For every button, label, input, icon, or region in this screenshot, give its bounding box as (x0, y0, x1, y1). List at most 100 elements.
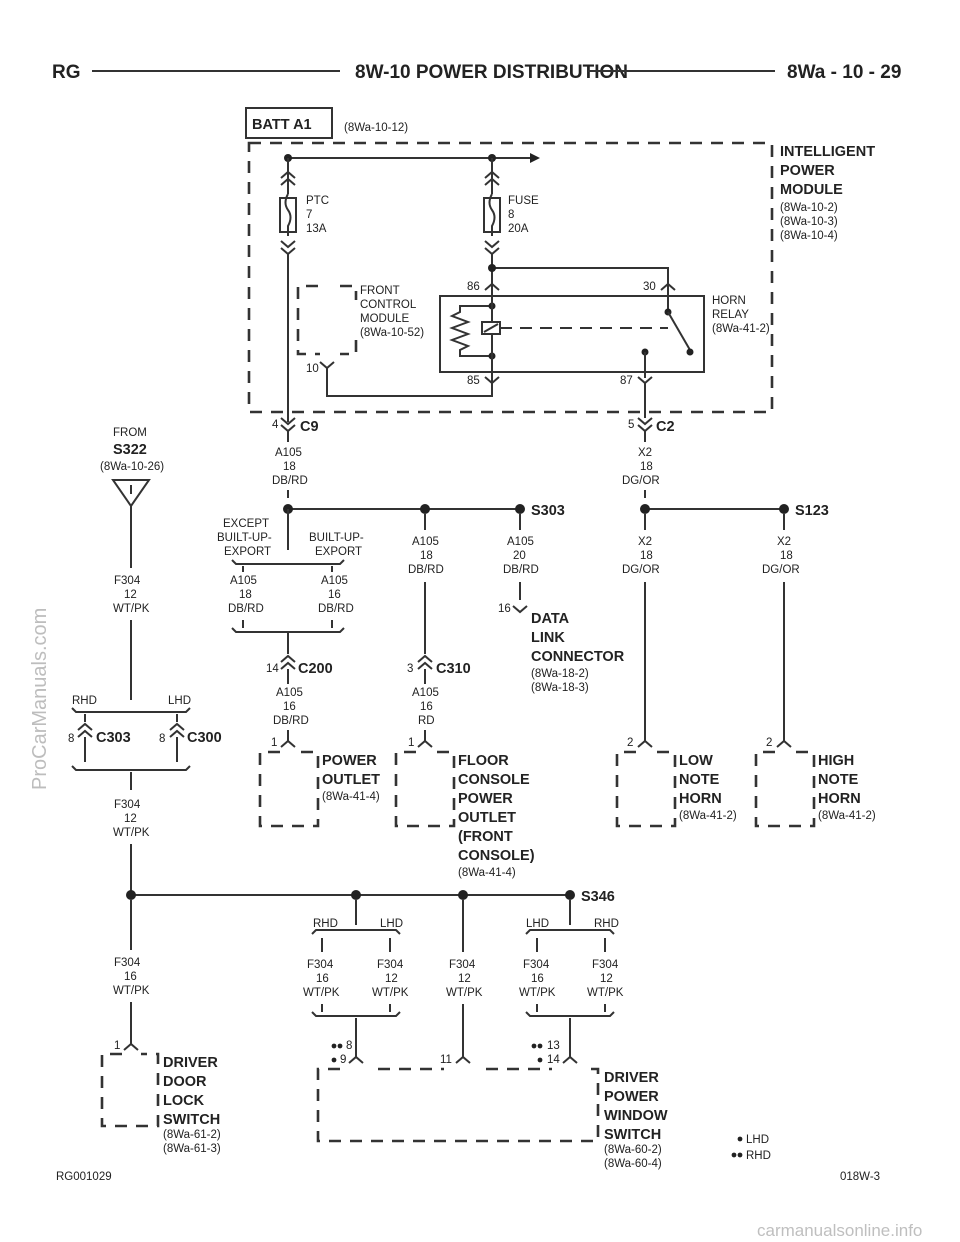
svg-text:HIGH: HIGH (818, 753, 854, 769)
svg-text:13A: 13A (306, 223, 327, 235)
svg-text:S303: S303 (531, 503, 565, 519)
svg-text:13: 13 (547, 1040, 560, 1052)
svg-text:14: 14 (266, 663, 279, 675)
svg-text:F304: F304 (307, 959, 334, 971)
svg-text:8: 8 (346, 1040, 352, 1052)
svg-text:F304: F304 (523, 959, 550, 971)
horn-relay: 86 30 85 87 HORN RELAY (8Wa-41-2) (439, 264, 770, 418)
branch-door-lock: F304 16 WT/PK (113, 900, 150, 1044)
svg-text:A105: A105 (321, 575, 348, 587)
svg-text:(8Wa-10-3): (8Wa-10-3) (780, 216, 838, 228)
svg-text:X2: X2 (638, 447, 652, 459)
svg-text:A105: A105 (275, 447, 302, 459)
svg-text:2: 2 (766, 737, 772, 749)
svg-text:14: 14 (547, 1054, 560, 1066)
svg-text:RHD: RHD (594, 918, 619, 930)
low-note-horn: 2 LOW NOTE HORN (8Wa-41-2) (615, 737, 737, 828)
svg-text:DB/RD: DB/RD (272, 475, 308, 487)
svg-text:FRONT: FRONT (360, 285, 400, 297)
svg-text:12: 12 (124, 813, 137, 825)
svg-text:10: 10 (306, 363, 319, 375)
branch-c310: A105 18 DB/RD 3 C310 A105 16 RD (407, 514, 471, 741)
driver-power-window-switch: 8 9 11 13 14 DRIVER POWER WINDOW SWITCH … (316, 1040, 668, 1170)
svg-text:POWER: POWER (458, 791, 513, 807)
svg-text:DG/OR: DG/OR (622, 564, 660, 576)
svg-text:S123: S123 (795, 503, 829, 519)
svg-text:EXPORT: EXPORT (224, 546, 271, 558)
svg-text:16: 16 (420, 701, 433, 713)
legend-lhd: LHD (746, 1134, 769, 1146)
branch-middle: F304 12 WT/PK (446, 900, 483, 1057)
svg-text:8: 8 (68, 733, 74, 745)
svg-text:MODULE: MODULE (360, 313, 410, 325)
svg-text:WT/PK: WT/PK (303, 987, 340, 999)
svg-text:18: 18 (640, 461, 653, 473)
svg-text:FUSE: FUSE (508, 195, 539, 207)
svg-text:A105: A105 (276, 687, 303, 699)
svg-text:FLOOR: FLOOR (458, 753, 509, 769)
svg-text:BUILT-UP-: BUILT-UP- (309, 532, 364, 544)
svg-text:DATA: DATA (531, 611, 570, 627)
svg-text:NOTE: NOTE (818, 772, 859, 788)
svg-text:DB/RD: DB/RD (408, 564, 444, 576)
svg-text:DG/OR: DG/OR (762, 564, 800, 576)
svg-text:1: 1 (114, 1040, 120, 1052)
svg-text:X2: X2 (777, 536, 791, 548)
legend: LHD RHD (731, 1134, 771, 1162)
svg-text:7: 7 (306, 209, 312, 221)
svg-text:30: 30 (643, 281, 656, 293)
svg-text:(8Wa-41-4): (8Wa-41-4) (458, 867, 516, 879)
svg-text:F304: F304 (114, 957, 141, 969)
connector-c2: 5 C2 X2 18 DG/OR (622, 417, 675, 498)
branch-lhd-rhd-right: LHD RHD F304 16 WT/PK F304 12 WT/PK (519, 900, 624, 1057)
page-header: RG 8W-10 POWER DISTRIBUTION 8Wa - 10 - 2… (52, 62, 901, 83)
svg-text:WT/PK: WT/PK (113, 985, 150, 997)
svg-text:4: 4 (272, 419, 279, 431)
svg-text:SWITCH: SWITCH (163, 1112, 220, 1128)
splice-s346: S346 (126, 889, 615, 905)
svg-text:CONSOLE): CONSOLE) (458, 848, 535, 864)
high-note-horn: 2 HIGH NOTE HORN (8Wa-41-2) (754, 737, 876, 828)
svg-text:C200: C200 (298, 661, 333, 677)
svg-text:(8Wa-10-26): (8Wa-10-26) (100, 461, 164, 473)
svg-text:20: 20 (513, 550, 526, 562)
svg-text:(8Wa-41-2): (8Wa-41-2) (712, 323, 770, 335)
svg-text:C2: C2 (656, 419, 675, 435)
power-outlet: 1 POWER OUTLET (8Wa-41-4) (258, 737, 380, 828)
svg-text:DB/RD: DB/RD (503, 564, 539, 576)
svg-text:WT/PK: WT/PK (372, 987, 409, 999)
svg-text:MODULE: MODULE (780, 182, 843, 198)
svg-text:DRIVER: DRIVER (604, 1070, 659, 1086)
svg-text:OUTLET: OUTLET (322, 772, 380, 788)
svg-text:16: 16 (283, 701, 296, 713)
svg-text:A105: A105 (507, 536, 534, 548)
svg-text:LHD: LHD (526, 918, 549, 930)
header-title: 8W-10 POWER DISTRIBUTION (355, 62, 628, 83)
svg-text:12: 12 (124, 589, 137, 601)
svg-text:POWER: POWER (322, 753, 377, 769)
fuse-8: FUSE 8 20A (483, 158, 539, 296)
driver-door-lock-switch: 1 DRIVER DOOR LOCK SWITCH (8Wa-61-2) (8W… (100, 1040, 221, 1155)
svg-text:A105: A105 (230, 575, 257, 587)
svg-text:BUILT-UP-: BUILT-UP- (217, 532, 272, 544)
svg-text:F304: F304 (377, 959, 404, 971)
footer-left: RG001029 (56, 1171, 112, 1183)
svg-text:86: 86 (467, 281, 480, 293)
svg-text:1: 1 (271, 737, 277, 749)
svg-text:F304: F304 (114, 799, 141, 811)
svg-text:WT/PK: WT/PK (113, 827, 150, 839)
svg-text:C300: C300 (187, 730, 222, 746)
svg-text:INTELLIGENT: INTELLIGENT (780, 144, 875, 160)
export-branch: EXCEPT BUILT-UP- EXPORT BUILT-UP- EXPORT… (217, 509, 364, 654)
svg-text:20A: 20A (508, 223, 529, 235)
legend-rhd: RHD (746, 1150, 771, 1162)
svg-text:18: 18 (780, 550, 793, 562)
svg-text:LHD: LHD (380, 918, 403, 930)
svg-text:HORN: HORN (712, 295, 746, 307)
svg-text:RD: RD (418, 715, 435, 727)
svg-text:C303: C303 (96, 730, 131, 746)
svg-text:85: 85 (467, 375, 480, 387)
front-control-module: FRONT CONTROL MODULE (8Wa-10-52) 10 (296, 284, 493, 397)
svg-text:16: 16 (531, 973, 544, 985)
svg-text:LOCK: LOCK (163, 1093, 205, 1109)
